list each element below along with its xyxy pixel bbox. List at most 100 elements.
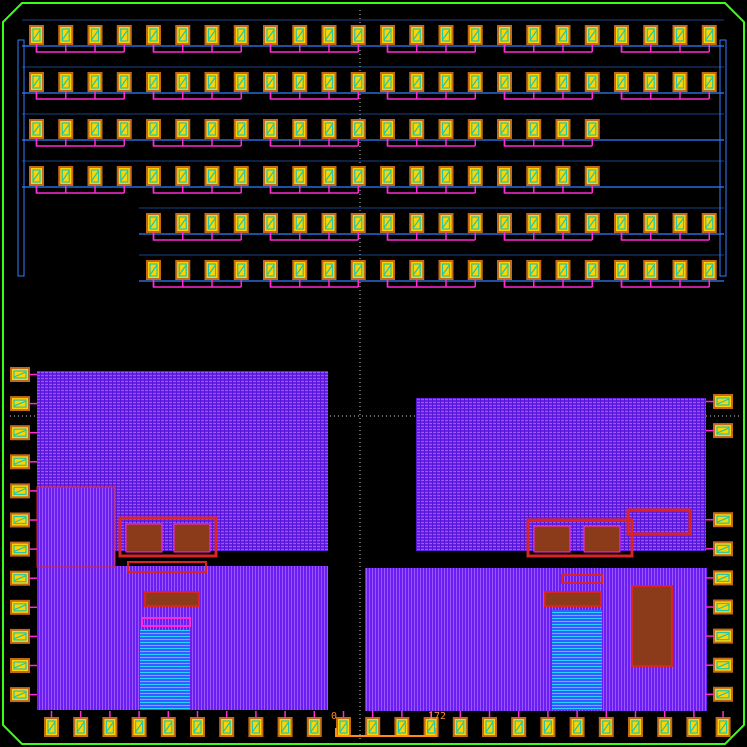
pad-group-route — [35, 185, 125, 194]
array-pad — [321, 213, 337, 233]
array-pad — [438, 72, 454, 92]
io-pad-bottom — [219, 717, 235, 737]
array-pad — [116, 166, 132, 186]
io-pad-left — [10, 425, 30, 441]
array-pad — [263, 166, 278, 186]
array-pad — [643, 72, 659, 92]
io-pad-bottom — [569, 717, 585, 737]
io-pad-bottom — [306, 717, 322, 737]
array-pad — [380, 119, 395, 139]
pad-group-route — [269, 91, 359, 100]
array-pad — [263, 260, 278, 280]
array-pad — [350, 119, 366, 139]
array-pad — [175, 260, 191, 280]
cell-column-right — [631, 585, 673, 667]
io-pad-left — [10, 541, 30, 557]
array-pad — [672, 260, 688, 280]
io-pad-left — [10, 483, 30, 499]
array-pad — [555, 213, 571, 233]
array-pad — [58, 119, 74, 139]
array-pad — [175, 72, 191, 92]
io-pad-bottom — [511, 717, 527, 737]
array-pad — [672, 213, 688, 233]
pad-group-route — [503, 91, 593, 100]
array-pad — [146, 72, 161, 92]
array-pad — [233, 25, 249, 45]
array-pad — [497, 166, 512, 186]
array-pad — [380, 25, 395, 45]
pad-group-route — [503, 138, 593, 147]
array-pad — [350, 25, 366, 45]
array-pad — [146, 260, 161, 280]
pad-group-route — [269, 138, 359, 147]
pad-group-route — [503, 232, 593, 241]
array-pad — [672, 72, 688, 92]
array-pad — [555, 72, 571, 92]
cell-cluster-right — [526, 518, 634, 558]
pad-group-route — [620, 232, 710, 241]
array-pad — [29, 25, 44, 45]
array-pad — [87, 166, 103, 186]
cell-cluster-left — [118, 516, 218, 558]
pad-group-route — [269, 279, 359, 288]
array-pad — [409, 25, 425, 45]
array-pad — [87, 119, 103, 139]
array-pad — [350, 260, 366, 280]
io-pad-left — [10, 396, 30, 412]
pad-group-route — [269, 185, 359, 194]
array-pad — [380, 260, 395, 280]
array-pad — [701, 25, 717, 45]
array-pad — [584, 25, 600, 45]
io-pad-bottom — [277, 717, 293, 737]
array-pad — [263, 213, 278, 233]
array-pad — [233, 119, 249, 139]
array-pad — [584, 260, 600, 280]
array-pad — [204, 119, 220, 139]
array-pad — [87, 25, 103, 45]
io-pad-left — [10, 454, 30, 470]
array-pad — [263, 119, 278, 139]
array-pad — [526, 260, 542, 280]
array-pad — [584, 166, 600, 186]
io-pad-bottom — [715, 717, 731, 737]
array-pad — [555, 166, 571, 186]
array-pad — [614, 72, 629, 92]
pad-array-buses — [17, 19, 727, 282]
io-pad-left — [10, 628, 30, 644]
core-block-left-side — [36, 486, 116, 568]
cell-ring-right — [626, 508, 692, 536]
array-pad — [263, 72, 278, 92]
io-pad-right — [713, 394, 733, 409]
array-pad — [614, 260, 629, 280]
array-pad — [701, 72, 717, 92]
pad-group-route — [386, 279, 476, 288]
array-pad — [233, 166, 249, 186]
array-pad — [438, 119, 454, 139]
io-pad-right — [713, 512, 733, 528]
array-pad — [555, 260, 571, 280]
pad-group-route — [152, 279, 242, 288]
array-pad — [204, 72, 220, 92]
scale-bar-end-label: 172 — [428, 711, 446, 722]
array-pad — [116, 119, 132, 139]
array-pad — [292, 166, 308, 186]
core-block-right — [365, 398, 707, 711]
array-pad — [204, 260, 220, 280]
array-pad — [292, 213, 308, 233]
array-pad — [614, 213, 629, 233]
array-pad — [672, 25, 688, 45]
pad-group-route — [503, 279, 593, 288]
pad-group-route — [152, 44, 242, 53]
pad-group-route — [152, 232, 242, 241]
io-pad-right — [713, 657, 733, 673]
array-pad — [146, 166, 161, 186]
core-block-left — [36, 371, 328, 710]
array-pad — [467, 260, 483, 280]
array-pad — [380, 213, 395, 233]
io-pad-bottom — [394, 717, 410, 737]
array-pad — [292, 72, 308, 92]
cell-cluster-right-b — [583, 525, 621, 553]
io-pad-bottom — [452, 717, 468, 737]
array-pad — [526, 213, 542, 233]
